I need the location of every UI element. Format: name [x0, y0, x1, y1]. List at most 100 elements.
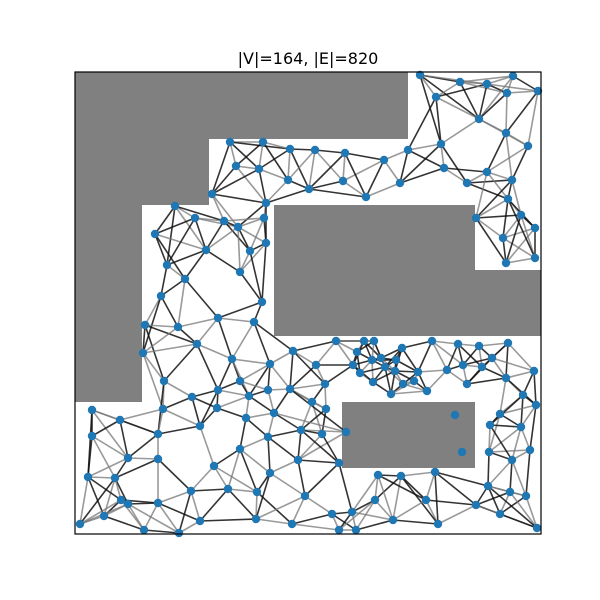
- graph-edge: [261, 242, 267, 303]
- graph-edge: [499, 495, 527, 515]
- obstacle-layer: [75, 72, 541, 468]
- graph-edge: [507, 198, 536, 259]
- graph-edge: [265, 188, 310, 204]
- graph-edge: [237, 217, 265, 228]
- graph-node: [173, 322, 183, 332]
- graph-edge: [239, 380, 269, 391]
- graph-edge: [258, 141, 264, 170]
- graph-edge: [400, 471, 436, 477]
- graph-node: [251, 514, 261, 524]
- graph-edge: [162, 396, 193, 410]
- graph-edge: [177, 278, 186, 328]
- graph-node: [245, 246, 255, 256]
- graph-node: [99, 511, 109, 521]
- graph-node: [300, 491, 310, 501]
- graph-node: [474, 341, 484, 351]
- graph-edge: [265, 179, 289, 204]
- graph-edge: [304, 462, 340, 497]
- graph-node: [396, 471, 406, 481]
- graph-edge: [365, 159, 385, 198]
- graph-node: [495, 409, 505, 419]
- graph-edge: [392, 499, 427, 521]
- graph-node: [487, 353, 497, 363]
- graph-edge: [87, 476, 105, 517]
- graph-node: [310, 145, 320, 155]
- graph-edge: [291, 523, 340, 531]
- graph-edge: [199, 389, 219, 427]
- graph-edge: [419, 74, 437, 98]
- graph-node: [186, 486, 196, 496]
- graph-node: [471, 500, 481, 510]
- graph-edge: [239, 436, 269, 450]
- graph-edge: [142, 324, 146, 354]
- graph-node: [285, 384, 295, 394]
- graph-edge: [191, 396, 218, 409]
- graph-edge: [297, 459, 340, 464]
- graph-node: [334, 525, 344, 535]
- graph-node: [258, 137, 268, 147]
- graph-node: [288, 346, 298, 356]
- graph-edge: [315, 340, 337, 366]
- graph-edge: [440, 143, 468, 184]
- graph-edge: [114, 477, 129, 505]
- graph-node: [241, 413, 251, 423]
- graph-node: [123, 453, 133, 463]
- graph-edge: [213, 465, 229, 490]
- graph-edge: [489, 424, 522, 428]
- graph-node: [287, 519, 297, 529]
- graph-edge: [223, 217, 265, 222]
- graph-edge: [511, 459, 527, 497]
- graph-edge: [462, 357, 493, 366]
- graph-edge: [255, 491, 258, 520]
- graph-edge: [87, 476, 122, 501]
- graph-node: [390, 366, 400, 376]
- graph-edge: [213, 465, 258, 493]
- graph-edge: [211, 193, 239, 228]
- graph-edge: [216, 395, 250, 409]
- graph-edge: [308, 149, 316, 190]
- graph-edge: [488, 426, 522, 453]
- graph-node: [213, 313, 223, 323]
- graph-edge: [384, 366, 392, 395]
- graph-edge: [87, 476, 116, 479]
- graph-node: [219, 216, 229, 226]
- graph-node: [386, 389, 396, 399]
- graph-edge: [166, 249, 207, 266]
- graph-edge: [342, 180, 367, 198]
- graph-edge: [190, 488, 229, 492]
- graph-edge: [478, 92, 508, 120]
- graph-edge: [499, 404, 537, 415]
- graph-edge: [91, 409, 129, 459]
- graph-node: [227, 354, 237, 364]
- graph-edge: [237, 226, 241, 273]
- graph-node: [501, 373, 511, 383]
- graph-edge: [213, 448, 241, 467]
- graph-node: [231, 161, 241, 171]
- graph-node: [123, 499, 133, 509]
- graph-node: [442, 365, 452, 375]
- graph-edge: [144, 324, 198, 345]
- graph-edge: [374, 475, 402, 501]
- graph-edge: [196, 317, 219, 345]
- graph-edge: [157, 490, 192, 504]
- graph-edge: [79, 499, 122, 525]
- graph-node: [307, 397, 317, 407]
- graph-edge: [502, 214, 522, 239]
- graph-node: [391, 355, 401, 365]
- graph-edge: [459, 81, 508, 94]
- graph-edge: [292, 350, 317, 366]
- graph-edge: [191, 396, 201, 427]
- graph-edge: [142, 352, 165, 382]
- graph-edge: [355, 519, 394, 531]
- graph-node: [508, 71, 518, 81]
- graph-node: [415, 70, 425, 80]
- graph-edge: [127, 457, 159, 460]
- graph-node: [195, 421, 205, 431]
- graph-node: [485, 420, 495, 430]
- graph-edge: [481, 366, 507, 379]
- graph-edge: [399, 167, 445, 184]
- graph-edge: [291, 513, 333, 525]
- graph-edge: [194, 217, 239, 228]
- graph-edge: [289, 388, 347, 433]
- graph-edge: [217, 301, 263, 319]
